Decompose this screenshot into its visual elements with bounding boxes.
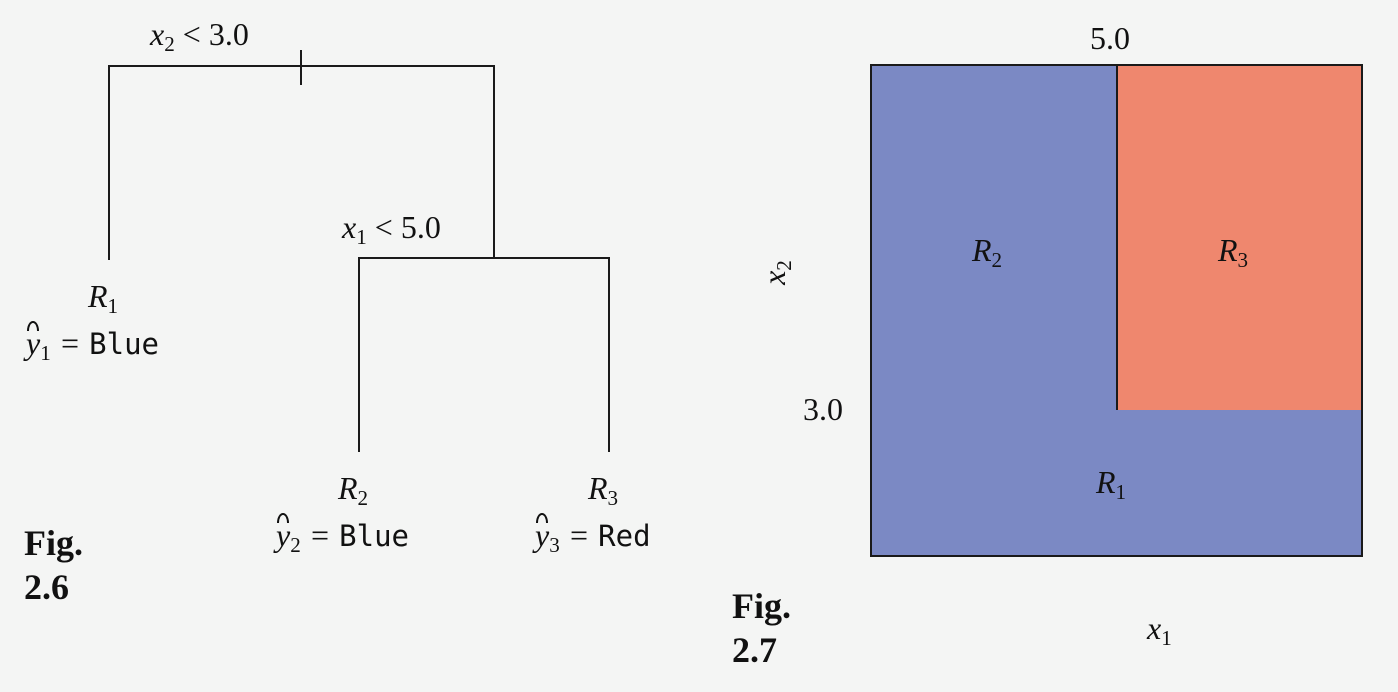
y-axis-label: x2 [755,260,796,285]
region-r1 [870,408,1363,557]
inner-split-label: x1 < 5.0 [342,209,441,249]
region-r2-label: R2 [972,232,1003,272]
region-r2 [870,64,1118,410]
top-tick-label: 5.0 [1090,20,1130,56]
tree-split-tick [300,50,302,85]
leaf-r2-region: R2 [338,470,369,510]
leaf-r1-prediction: y1 = Blue [26,321,159,365]
figure-caption-2-7: Fig. 2.7 [732,586,791,670]
region-r3 [1116,64,1363,410]
tree-inner-branch-right [608,257,610,452]
leaf-r2-prediction: y2 = Blue [276,513,409,557]
figure-caption-2-6: Fig. 2.6 [24,523,83,607]
region-r1-label: R1 [1096,464,1127,504]
region-r3-label: R3 [1218,232,1249,272]
leaf-r1-region: R1 [88,278,119,318]
leaf-r3-region: R3 [588,470,619,510]
leaf-r3-prediction: y3 = Red [535,513,651,557]
tree-inner-bar [358,257,610,259]
x-axis-label: x1 [1147,610,1172,650]
tree-branch-left [108,65,110,260]
tree-inner-branch-left [358,257,360,452]
side-tick-label: 3.0 [803,391,843,427]
tree-branch-right [493,65,495,259]
root-split-label: x2 < 3.0 [150,16,249,56]
